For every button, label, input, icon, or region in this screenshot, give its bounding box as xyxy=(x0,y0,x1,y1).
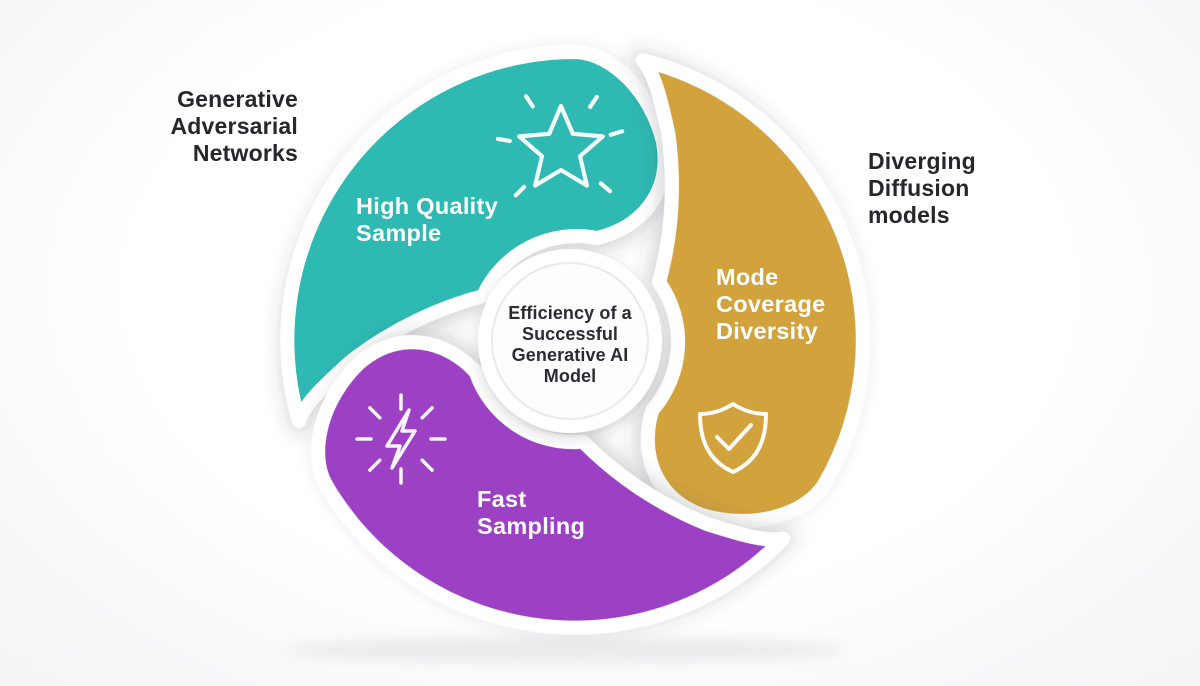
star-sparkle-icon xyxy=(495,94,625,198)
segment-label-fast-sampling: Fast Sampling xyxy=(477,486,585,540)
outer-label-generative-adversarial-networks: Generative Adversarial Networks xyxy=(40,86,298,167)
outer-label-line: Diffusion xyxy=(868,175,970,201)
outer-label-line: Diverging xyxy=(868,148,976,174)
segment-label-line: Diversity xyxy=(716,318,818,344)
segment-label-line: Mode xyxy=(716,264,779,290)
outer-label-line: Generative xyxy=(177,86,298,112)
center-title: Efficiency of a Successful Generative AI… xyxy=(462,303,678,387)
outer-label-line: Networks xyxy=(192,140,298,166)
outer-label-line: models xyxy=(868,202,950,228)
segment-label-line: Coverage xyxy=(716,291,826,317)
segment-label-line: Fast xyxy=(477,486,527,512)
center-circle-inner xyxy=(491,262,649,420)
outer-label-diverging-diffusion-models: Diverging Diffusion models xyxy=(868,148,1088,229)
center-title-line: Generative AI xyxy=(511,345,629,365)
segment-label-mode-coverage-diversity: Mode Coverage Diversity xyxy=(716,264,826,345)
shield-check-icon xyxy=(698,402,768,474)
segment-label-line: Sample xyxy=(356,220,442,246)
floor-shadow xyxy=(285,637,845,663)
lightning-bolt-icon xyxy=(355,393,447,485)
outer-label-line: Adversarial xyxy=(170,113,298,139)
segment-label-high-quality-sample: High Quality Sample xyxy=(356,193,498,247)
segment-label-line: High Quality xyxy=(356,193,498,219)
center-title-line: Successful xyxy=(521,324,619,344)
center-title-line: Model xyxy=(543,366,597,386)
center-title-line: Efficiency of a xyxy=(508,303,632,323)
segment-label-line: Sampling xyxy=(477,513,586,539)
